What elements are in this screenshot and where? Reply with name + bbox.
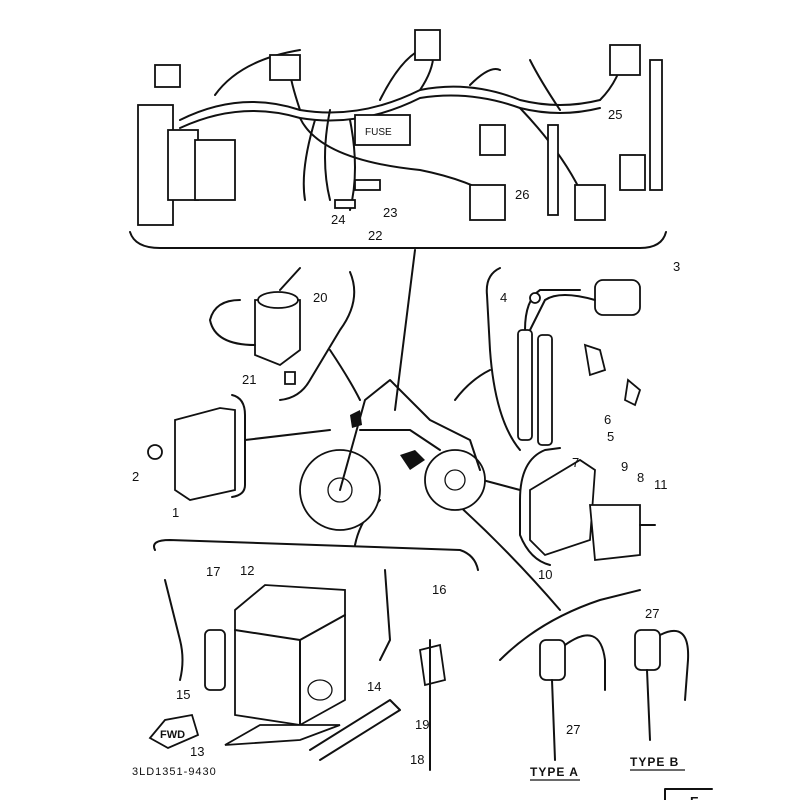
- fuse-24: [334, 199, 356, 209]
- callout-25: 25: [608, 107, 622, 122]
- callout-11: 11: [654, 477, 668, 492]
- group-brace-battery: [153, 539, 479, 571]
- group-brace-coil: [485, 267, 521, 451]
- callout-8: 8: [637, 470, 644, 485]
- callout-18: 18: [410, 752, 424, 767]
- callout-27-type-b: 27: [645, 606, 659, 621]
- battery-band-14: [309, 699, 401, 761]
- callout-3: 3: [673, 259, 680, 274]
- callout-10: 10: [538, 567, 552, 582]
- battery-tube-15: [204, 629, 226, 691]
- callout-27-type-a: 27: [566, 722, 580, 737]
- callout-4: 4: [500, 290, 507, 305]
- fuse-23: [354, 179, 381, 191]
- callout-labels: 1 2 3 4 5 6 7 8 9 10 11 12 13 14 15 16 1…: [132, 107, 680, 767]
- callout-26: 26: [515, 187, 529, 202]
- cdi-unit-1: [174, 407, 236, 501]
- fuse-holder-18: [418, 643, 447, 687]
- cable-tie-25: [649, 59, 663, 191]
- fuse-box: [354, 114, 411, 146]
- callout-16: 16: [432, 582, 446, 597]
- motorcycle-illustration: [299, 379, 486, 531]
- type-a-label: TYPE A: [530, 765, 579, 779]
- battery-cable-17: [164, 579, 184, 681]
- ignition-coil-3: [517, 279, 642, 446]
- screw-21: [284, 371, 296, 385]
- callout-15: 15: [176, 687, 190, 702]
- callout-5: 5: [607, 429, 614, 444]
- diagram-code: 3LD1351-9430: [132, 766, 217, 778]
- bolt-2: [147, 444, 163, 460]
- callout-21: 21: [242, 372, 256, 387]
- svg-text:E: E: [690, 794, 699, 800]
- callout-7: 7: [572, 455, 579, 470]
- callout-23: 23: [383, 205, 397, 220]
- cable-tie-26: [547, 124, 559, 216]
- corner-page-mark: E: [664, 788, 713, 800]
- group-brace-switch: [279, 271, 356, 401]
- battery-12: [164, 569, 447, 771]
- battery-cable-16: [379, 569, 391, 661]
- battery-location-mark: [400, 450, 425, 470]
- svg-text:FWD: FWD: [160, 729, 185, 741]
- callout-12: 12: [240, 563, 254, 578]
- callout-17: 17: [206, 564, 220, 579]
- callout-2: 2: [132, 469, 139, 484]
- callout-9: 9: [621, 459, 628, 474]
- group-brace-cdi: [231, 394, 246, 498]
- callout-13: 13: [190, 744, 204, 759]
- neutral-switch-type-b: [634, 629, 690, 741]
- callout-20: 20: [313, 290, 327, 305]
- rectifier-regulator-8: [529, 458, 656, 561]
- fuse-label: FUSE: [365, 127, 392, 138]
- group-brace-top: [129, 231, 667, 249]
- neutral-switch-type-a: [539, 634, 606, 761]
- fwd-arrow: FWD: [148, 713, 200, 750]
- callout-6: 6: [604, 412, 611, 427]
- group-brace-neutral: [499, 589, 641, 661]
- wire-harness: FUSE: [137, 29, 663, 226]
- battery-pad-13: [224, 724, 341, 746]
- callout-24: 24: [331, 212, 345, 227]
- callout-1: 1: [172, 505, 179, 520]
- type-b-label: TYPE B: [630, 755, 679, 769]
- callout-19: 19: [415, 717, 429, 732]
- callout-14: 14: [367, 679, 381, 694]
- main-switch-20: [209, 267, 301, 385]
- callout-22: 22: [368, 228, 382, 243]
- group-brace-rectifier: [519, 447, 561, 566]
